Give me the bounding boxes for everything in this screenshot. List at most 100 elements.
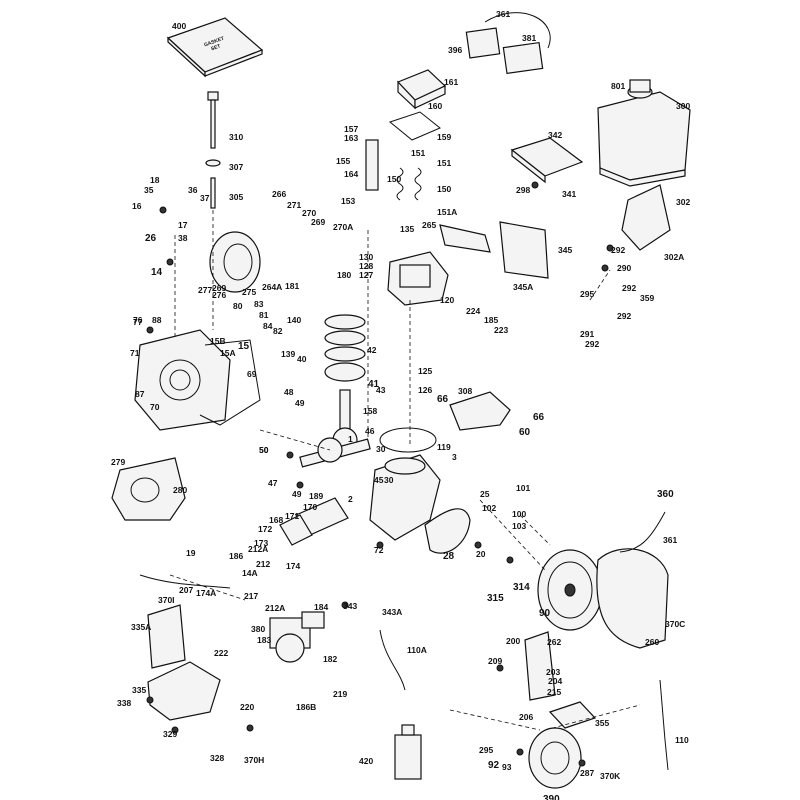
part-label: 15A — [220, 348, 236, 358]
part-label: 25 — [480, 489, 490, 499]
carburetor — [269, 611, 325, 663]
part-label: 45 — [374, 475, 384, 485]
part-label: 291 — [580, 329, 595, 339]
part-label: 360 — [657, 489, 674, 500]
part-label: 35 — [144, 185, 154, 195]
part-label: 163 — [344, 133, 359, 143]
part-label: 48 — [284, 387, 294, 397]
part-label: 292 — [611, 245, 626, 255]
part-label: 290 — [617, 263, 632, 273]
flywheel — [537, 549, 603, 631]
recoil-starter — [528, 727, 582, 789]
part-label: 151A — [437, 207, 458, 217]
part-label: 160 — [428, 101, 443, 111]
part-label: 277 — [198, 285, 213, 295]
part-label: 18 — [150, 175, 160, 185]
crankcase-cover — [134, 329, 231, 431]
part-label: 204 — [548, 676, 563, 686]
part-label: 206 — [519, 712, 534, 722]
part-label: 172 — [258, 524, 273, 534]
part-label: 220 — [240, 702, 255, 712]
part-label: 338 — [117, 698, 132, 708]
part-label: 46 — [365, 426, 375, 436]
part-label: 171 — [285, 511, 300, 521]
part-label: 266 — [272, 189, 287, 199]
part-label: 19 — [186, 548, 196, 558]
part-label: 92 — [488, 760, 500, 771]
part-label: 276 — [212, 290, 227, 300]
tank-bracket — [621, 184, 671, 251]
part-label: 335 — [132, 685, 147, 695]
part-label: 161 — [444, 77, 459, 87]
part-label: 49 — [295, 398, 305, 408]
part-label: 381 — [522, 33, 537, 43]
part-label: 83 — [254, 299, 264, 309]
part-label: 269 — [212, 283, 227, 293]
part-label: 82 — [273, 326, 283, 336]
part-label: 292 — [617, 311, 632, 321]
part-label: 120 — [440, 295, 455, 305]
part-label: 341 — [562, 189, 577, 199]
part-label: 72 — [374, 545, 384, 555]
crankshaft — [299, 437, 371, 468]
part-label: 315 — [487, 593, 504, 604]
part-label: 157 — [344, 124, 359, 134]
part-label: 186B — [296, 702, 317, 712]
cylinder-shroud — [449, 391, 511, 431]
part-label: 342 — [548, 130, 563, 140]
part-label: 269 — [311, 217, 326, 227]
part-label: 174 — [286, 561, 301, 571]
part-label: 264A — [262, 282, 283, 292]
part-label: 181 — [285, 281, 300, 291]
part-label: 223 — [494, 325, 509, 335]
part-label: 155 — [336, 156, 351, 166]
part-label: 212A — [265, 603, 286, 613]
part-label: 88 — [152, 315, 162, 325]
part-label: 217 — [244, 591, 259, 601]
part-label: 215 — [547, 687, 562, 697]
part-label: 270A — [333, 222, 354, 232]
part-label: 212A — [248, 544, 269, 554]
part-label: 69 — [247, 369, 257, 379]
part-label: 153 — [341, 196, 356, 206]
part-label: 140 — [287, 315, 302, 325]
part-label: 219 — [333, 689, 348, 699]
starter-handle-cover — [548, 701, 597, 729]
valve-cover-plate — [439, 224, 491, 253]
part-label: 17 — [178, 220, 188, 230]
part-label: 66 — [437, 394, 449, 405]
part-label: 182 — [323, 654, 338, 664]
part-label: 93 — [502, 762, 512, 772]
part-label: 186 — [229, 551, 244, 561]
governor-housing — [209, 231, 261, 293]
part-label: 310 — [229, 132, 244, 142]
part-label: 298 — [516, 185, 531, 195]
fuel-tank — [597, 79, 691, 187]
part-label: 77 — [133, 317, 143, 327]
crankcase-gasket — [199, 339, 261, 426]
part-label: 81 — [259, 310, 269, 320]
part-label: 292 — [585, 339, 600, 349]
part-label: 184 — [314, 602, 329, 612]
dipstick-tube — [205, 91, 221, 209]
part-label: 150 — [437, 184, 452, 194]
part-label: 260 — [645, 637, 660, 647]
control-bracket-lower — [524, 631, 556, 701]
part-label: 135 — [400, 224, 415, 234]
part-label: 130 — [359, 252, 374, 262]
part-label: 14A — [242, 568, 258, 578]
cylinder-baffle — [424, 508, 471, 554]
part-label: 370I — [158, 595, 175, 605]
part-label: 361 — [496, 9, 511, 19]
part-label: 126 — [418, 385, 433, 395]
part-label: 125 — [418, 366, 433, 376]
part-label: 38 — [178, 233, 188, 243]
part-label: 801 — [611, 81, 626, 91]
part-label: 287 — [580, 768, 595, 778]
part-label: 158 — [363, 406, 378, 416]
part-label: 314 — [513, 582, 530, 593]
ignition-wire — [619, 511, 666, 553]
part-label: 370H — [244, 755, 265, 765]
